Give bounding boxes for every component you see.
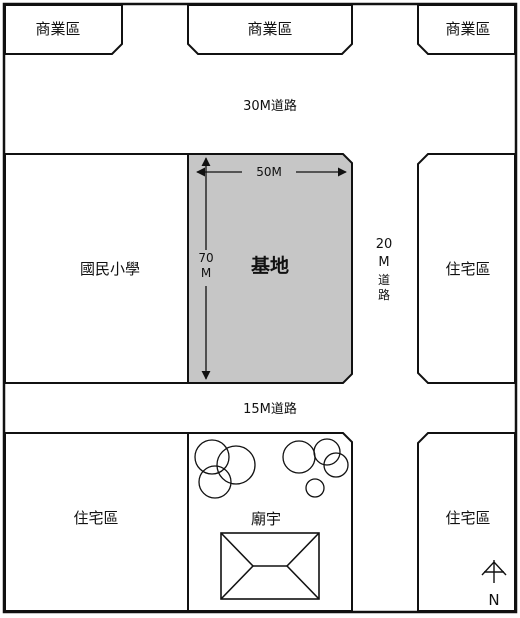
road-20m-value: 20 — [376, 237, 393, 252]
road-15m-label: 15M道路 — [243, 401, 297, 417]
school-label: 國民小學 — [80, 260, 140, 278]
temple-roof-icon — [220, 532, 320, 600]
block-commercial-left: 商業區 — [4, 4, 123, 55]
width-dimension-label: 50M — [256, 165, 282, 179]
road-20m-char1: 道 — [378, 273, 390, 287]
road-20m-label: 20 M 道 路 — [376, 237, 393, 302]
block-residential-southeast: 住宅區 — [417, 432, 516, 612]
block-commercial-right: 商業區 — [417, 4, 516, 55]
height-dimension-unit: M — [201, 266, 211, 280]
road-20m-unit: M — [378, 255, 389, 270]
width-dimension: 50M — [196, 165, 347, 179]
road-30m-label: 30M道路 — [243, 98, 297, 114]
north-arrow-icon — [481, 560, 507, 583]
residential-southeast-label: 住宅區 — [445, 509, 490, 527]
commercial-left-label: 商業區 — [35, 20, 80, 38]
road-20m-char2: 路 — [378, 287, 390, 302]
residential-southwest-label: 住宅區 — [73, 509, 118, 527]
north-label: N — [488, 591, 499, 609]
block-commercial-center: 商業區 — [187, 4, 353, 55]
temple-label: 廟宇 — [251, 510, 281, 528]
commercial-right-label: 商業區 — [445, 20, 490, 38]
residential-east-upper-label: 住宅區 — [445, 260, 490, 278]
block-residential-southwest: 住宅區 — [4, 432, 189, 612]
tree-icon — [194, 438, 349, 499]
height-dimension-value: 70 — [198, 251, 213, 265]
block-temple: 廟宇 — [187, 432, 353, 612]
height-dimension: 70 M — [198, 157, 214, 380]
commercial-center-label: 商業區 — [247, 20, 292, 38]
site-label: 基地 — [250, 254, 289, 277]
block-residential-east-upper: 住宅區 — [417, 153, 516, 384]
block-school: 國民小學 — [4, 153, 189, 384]
block-site: 基地 — [187, 153, 353, 384]
